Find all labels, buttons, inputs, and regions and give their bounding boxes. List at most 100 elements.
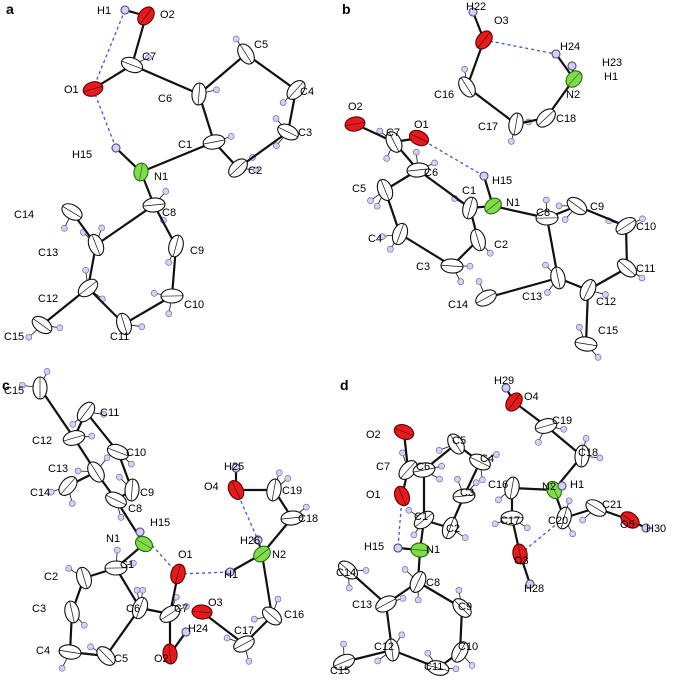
panel-label-a: a [6, 1, 14, 17]
atom-label-c15: C15 [4, 331, 24, 343]
atom-label-c10: C10 [458, 641, 478, 653]
atom-label-c15: C15 [330, 665, 350, 677]
atom-label-n1: N1 [426, 544, 440, 556]
atom-label-h15: H15 [150, 517, 170, 529]
atom-label-h1: H1 [224, 569, 238, 581]
atom-label-o1: O1 [178, 549, 193, 561]
atom-label-c4: C4 [368, 233, 382, 245]
atom-label-c7: C7 [376, 461, 390, 473]
riding-h-atom [476, 278, 482, 284]
riding-h-atom [387, 246, 393, 252]
riding-h-atom [70, 421, 76, 427]
hbond-O3-H24 [484, 40, 556, 54]
riding-h-atom [425, 650, 431, 656]
atom-label-c3: C3 [416, 261, 430, 273]
atom-label-o2: O2 [366, 429, 381, 441]
atom-label-c14: C14 [448, 299, 468, 311]
atom-label-c5: C5 [452, 435, 466, 447]
atom-label-n1: N1 [154, 171, 168, 183]
atom-label-c7: C7 [174, 603, 188, 615]
riding-h-atom [595, 354, 601, 360]
atom-label-o2: O2 [154, 653, 169, 665]
atom-label-c16: C16 [434, 89, 454, 101]
riding-h-atom [213, 87, 219, 93]
riding-h-atom [273, 143, 279, 149]
atom-label-o4: O4 [204, 481, 219, 493]
bond-C6-C5 [199, 54, 246, 94]
riding-h-atom [377, 128, 383, 134]
atom-label-c9: C9 [458, 601, 472, 613]
atom-label-n2: N2 [272, 549, 286, 561]
riding-h-atom [639, 275, 645, 281]
atom-label-n1: N1 [506, 197, 520, 209]
riding-h-atom [524, 525, 530, 531]
riding-h-atom [432, 160, 438, 166]
riding-h-atom [543, 197, 549, 203]
atom-label-c8: C8 [128, 503, 142, 515]
atom-label-c11: C11 [636, 263, 655, 275]
atom-label-c12: C12 [596, 296, 616, 308]
riding-h-atom [61, 225, 67, 231]
riding-h-atom [375, 658, 381, 664]
riding-h-atom [400, 595, 406, 601]
atom-label-c17: C17 [500, 515, 520, 527]
atom-label-c18: C18 [578, 447, 598, 459]
riding-h-atom [114, 547, 120, 553]
riding-h-atom [566, 498, 572, 504]
riding-h-atom [454, 476, 460, 482]
atom-label-c3: C3 [32, 603, 46, 615]
atom-label-o2: O2 [160, 9, 175, 21]
riding-h-atom [280, 100, 286, 106]
riding-h-atom [99, 225, 105, 231]
atom-label-c6: C6 [126, 603, 140, 615]
atom-label-c17: C17 [234, 625, 254, 637]
atom-label-c20: C20 [548, 515, 568, 527]
atom-label-h26: H26 [240, 535, 260, 547]
atom-h15-ellipsoid [479, 171, 490, 182]
riding-h-atom [140, 587, 146, 593]
atom-label-h29: H29 [494, 375, 514, 387]
atom-label-c4: C4 [36, 645, 50, 657]
atom-label-o2: O2 [348, 101, 363, 113]
riding-h-atom [400, 450, 406, 456]
atom-label-c13: C13 [522, 291, 542, 303]
atom-label-c1: C1 [178, 139, 192, 151]
atom-label-o3: O3 [208, 597, 223, 609]
riding-h-atom [493, 451, 499, 457]
atom-label-c2: C2 [44, 571, 58, 583]
atom-label-c9: C9 [590, 201, 604, 213]
atom-label-c6: C6 [416, 461, 430, 473]
riding-h-atom [81, 622, 87, 628]
atom-label-c3: C3 [298, 127, 312, 139]
riding-h-atom [479, 477, 485, 483]
hydrogen-bonds-c [140, 490, 258, 574]
atom-label-c14: C14 [336, 567, 356, 579]
atom-label-h28: H28 [524, 583, 544, 595]
atom-label-c6: C6 [424, 167, 438, 179]
riding-h-atom [59, 665, 65, 671]
atom-label-c18: C18 [298, 513, 318, 525]
bond-C13-C8 [96, 205, 154, 245]
atom-label-o3: O3 [494, 15, 509, 27]
atom-label-n2: N2 [542, 481, 556, 493]
riding-h-atom [495, 497, 501, 503]
riding-h-atom [104, 455, 110, 461]
riding-h-atom [469, 662, 475, 668]
atom-label-c12: C12 [38, 293, 58, 305]
atom-label-c13: C13 [352, 599, 372, 611]
atom-label-c15: C15 [598, 325, 618, 337]
riding-h-atom [580, 517, 586, 523]
hydrogen-bonds-b [419, 40, 556, 176]
riding-h-atom [346, 585, 352, 591]
atom-label-c16: C16 [284, 609, 304, 621]
riding-h-atom [251, 616, 257, 622]
atom-label-c12: C12 [374, 641, 394, 653]
atom-label-o1: O1 [64, 84, 79, 96]
riding-h-atom [583, 435, 589, 441]
atom-label-c18: C18 [556, 113, 576, 125]
atom-label-c19: C19 [552, 415, 572, 427]
atom-label-c5: C5 [114, 653, 128, 665]
atom-label-c11: C11 [100, 407, 119, 419]
riding-h-atom [576, 324, 582, 330]
